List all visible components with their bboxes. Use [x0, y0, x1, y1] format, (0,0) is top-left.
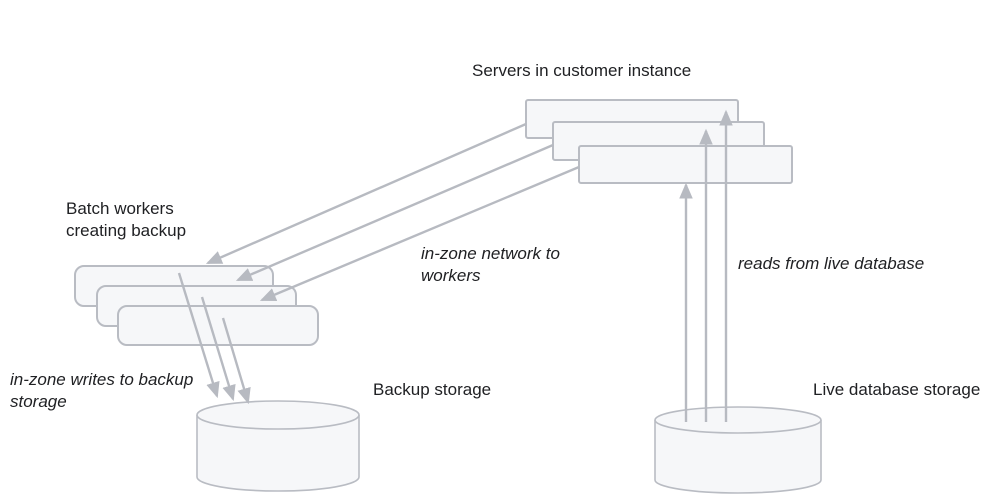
batch-worker-stack: [74, 265, 319, 346]
backup-cylinder-top: [196, 400, 360, 430]
batch-workers-label: Batch workers creating backup: [66, 199, 187, 240]
live-database-cylinder: [654, 406, 822, 494]
write-arrow-1: [177, 272, 220, 399]
live-cylinder-body: [654, 420, 822, 494]
reads-from-live-database-label: reads from live database: [738, 254, 925, 273]
backup-storage-label: Backup storage: [373, 380, 492, 399]
network-arrows: [205, 122, 580, 302]
server-stack: [525, 99, 793, 184]
write-arrow-2: [200, 296, 236, 402]
live-cylinder-top: [654, 406, 822, 434]
server-box-front: [578, 145, 793, 184]
write-arrows: [177, 272, 251, 405]
live-database-storage-label: Live database storage: [813, 380, 981, 399]
network-arrow-2: [235, 143, 554, 282]
worker-box-front: [117, 305, 319, 346]
network-arrow-1: [205, 122, 527, 265]
write-arrow-3: [221, 317, 251, 405]
in-zone-network-label: in-zone network to workers: [421, 244, 560, 285]
read-arrows: [679, 109, 733, 422]
network-arrow-3: [259, 165, 580, 302]
servers-label: Servers in customer instance: [472, 61, 692, 80]
backup-cylinder-body: [196, 415, 360, 492]
in-zone-writes-label: in-zone writes to backup storage: [10, 370, 194, 411]
backup-storage-cylinder: [196, 400, 360, 492]
